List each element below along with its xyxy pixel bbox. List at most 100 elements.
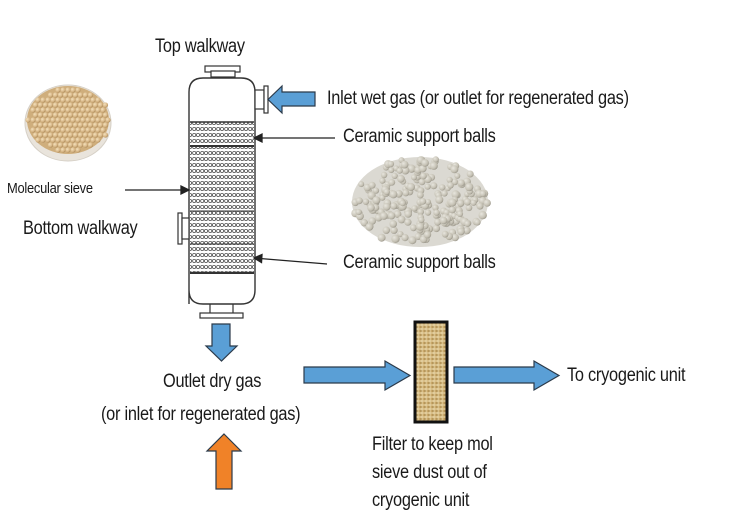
sieve-bead — [47, 92, 54, 98]
ceramic-bead — [434, 218, 442, 226]
molecular-sieve-photo — [24, 84, 112, 162]
sieve-bead — [70, 147, 76, 153]
sieve-bead — [42, 132, 49, 138]
sieve-bead — [60, 107, 66, 113]
ceramic-bead — [476, 202, 484, 210]
sieve-bead — [77, 122, 84, 128]
sieve-bead — [90, 97, 96, 103]
label-filter-line2: sieve dust out of — [372, 462, 487, 483]
ceramic-bead — [465, 182, 474, 192]
ceramic-bead — [377, 233, 386, 242]
sieve-bead — [82, 102, 89, 108]
sieve-bead — [60, 137, 66, 143]
sieve-bead — [47, 132, 54, 138]
sieve-bead — [40, 127, 46, 133]
sieve-bead — [70, 97, 76, 103]
sieve-bead — [30, 107, 36, 113]
to-cryogenic-arrow — [453, 359, 561, 392]
sieve-bead — [40, 117, 46, 123]
sieve-bead — [102, 132, 109, 138]
sieve-bead — [75, 87, 81, 93]
sieve-bead — [75, 97, 81, 103]
sieve-bead — [87, 132, 94, 138]
ceramic-bead — [408, 236, 417, 245]
ceramic-bead — [465, 204, 473, 212]
inlet-nozzle — [254, 89, 265, 110]
sieve-bead — [65, 137, 71, 143]
sieve-bead — [45, 127, 51, 133]
sieve-bead — [75, 137, 81, 143]
ceramic-bead — [390, 202, 398, 210]
ceramic-bead — [456, 210, 464, 217]
ceramic-bead — [399, 200, 406, 207]
sieve-bead — [92, 132, 99, 138]
ceramic-bead — [410, 224, 417, 232]
sieve-bead — [32, 102, 39, 108]
sieve-bead — [77, 132, 84, 138]
sieve-bead — [77, 102, 84, 108]
sieve-bead — [82, 122, 89, 128]
ceramic-bead — [372, 187, 380, 194]
sieve-bead — [62, 112, 69, 118]
label-filter-line3: cryogenic unit — [372, 490, 470, 511]
sieve-bead — [55, 127, 61, 133]
bottom-flange — [199, 312, 244, 319]
sieve-bead — [45, 117, 51, 123]
ceramic-bead — [380, 212, 388, 220]
sieve-bead — [72, 102, 79, 108]
sieve-bead — [100, 107, 106, 113]
sieve-bead — [55, 107, 61, 113]
ceramic-bead — [411, 205, 418, 212]
sieve-bead — [97, 122, 104, 128]
sieve-bead — [80, 97, 86, 103]
sieve-bead — [37, 132, 44, 138]
ceramic-bead — [400, 160, 409, 169]
sieve-bead — [72, 122, 79, 128]
to-filter-arrow — [303, 359, 412, 392]
ceramic-bead — [391, 234, 400, 243]
sieve-bead — [102, 102, 109, 108]
ceramic-bead — [397, 174, 405, 183]
sieve-bead — [45, 107, 51, 113]
label-to-cryogenic: To cryogenic unit — [567, 365, 686, 386]
ceramic-bead — [418, 178, 426, 186]
ceramic-bead — [463, 226, 471, 235]
sieve-bead — [70, 127, 76, 133]
sieve-bead — [57, 142, 64, 148]
sieve-bead — [85, 127, 91, 133]
ceramic-bead — [404, 210, 413, 218]
ceramic-bead — [417, 208, 424, 216]
sieve-bead — [75, 147, 81, 153]
ceramic-bead — [416, 222, 425, 231]
sieve-bead — [52, 102, 59, 108]
ceramic-bead — [424, 183, 431, 190]
sieve-bead — [80, 117, 86, 123]
sieve-bead — [52, 142, 59, 148]
label-ceramic-balls-top: Ceramic support balls — [343, 126, 496, 147]
sieve-bead — [77, 112, 84, 118]
sieve-bead — [97, 102, 104, 108]
sieve-bead — [62, 132, 69, 138]
sieve-bead — [35, 97, 41, 103]
sieve-bead — [42, 102, 49, 108]
ceramic-bead — [441, 190, 448, 197]
sieve-bead — [50, 97, 56, 103]
ceramic-bead — [418, 216, 425, 224]
ceramic-bead — [407, 164, 416, 173]
ceramic-bead — [432, 204, 439, 211]
sieve-bead — [70, 87, 76, 93]
sieve-bead — [37, 122, 44, 128]
sieve-bead — [62, 102, 69, 108]
sieve-bead — [77, 92, 84, 98]
sieve-bead — [55, 117, 61, 123]
sieve-bead — [87, 122, 94, 128]
sieve-bead — [55, 137, 61, 143]
sieve-bead — [72, 112, 79, 118]
ceramic-bead — [397, 215, 406, 224]
sieve-bead — [87, 142, 94, 148]
ceramic-bead — [362, 198, 370, 205]
ceramic-balls-photo — [351, 156, 491, 247]
ceramic-bead — [355, 197, 363, 205]
sieve-bead — [75, 107, 81, 113]
ceramic-bead — [451, 190, 460, 199]
